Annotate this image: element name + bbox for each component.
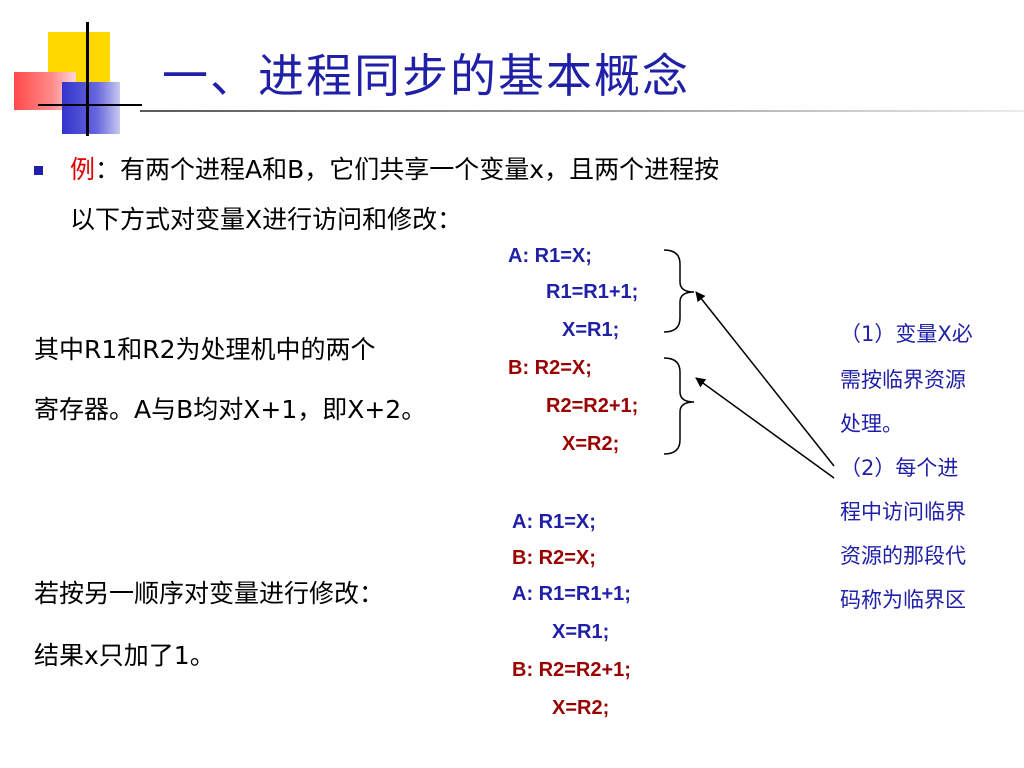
alt-order-line-2: 结果x只加了1。 (34, 641, 215, 670)
note-2-line-4: 码称为临界区 (840, 588, 966, 612)
bullet-square-icon (34, 166, 43, 175)
note-2-line-2: 程中访问临界 (840, 500, 966, 524)
brace-a-icon (663, 249, 695, 333)
logo-blue-square (62, 82, 120, 134)
note-1-line-2: 需按临界资源 (840, 368, 966, 392)
arrow-to-brace-a-icon (695, 291, 835, 467)
note-2-line-3: 资源的那段代 (840, 544, 966, 568)
logo-horizontal-line (38, 104, 142, 106)
note-1-line-1: （1）变量X必 (840, 322, 973, 346)
title-underline (140, 110, 1024, 112)
alt-order-line-1: 若按另一顺序对变量进行修改： (34, 579, 385, 608)
code2-line-2: B: R2=X; (512, 547, 596, 569)
code2-line-5: B: R2=R2+1; (512, 659, 631, 681)
code2-line-3: A: R1=R1+1; (512, 583, 631, 605)
note-1-line-3: 处理。 (840, 412, 903, 436)
code2-line-1: A: R1=X; (512, 511, 596, 533)
example-label: 例 (70, 155, 96, 184)
note-2-line-1: （2）每个进 (840, 456, 959, 480)
slide-title: 一、进程同步的基本概念 (162, 49, 690, 103)
code1-b-line-3: X=R2; (562, 433, 620, 455)
code2-line-4: X=R1; (552, 621, 610, 643)
code1-a-line-1: A: R1=X; (508, 245, 592, 267)
code1-a-line-3: X=R1; (562, 319, 620, 341)
code1-b-line-1: B: R2=X; (508, 357, 592, 379)
code2-line-6: X=R2; (552, 697, 610, 719)
arrow-to-brace-b-icon (695, 377, 835, 479)
code1-b-line-2: R2=R2+1; (546, 395, 639, 417)
intro-line-1-text: ：有两个进程A和B，它们共享一个变量x，且两个进程按 (95, 155, 720, 184)
intro-line-2: 以下方式对变量X进行访问和修改： (70, 205, 463, 234)
logo-vertical-line (86, 22, 89, 136)
code1-a-line-2: R1=R1+1; (546, 281, 639, 303)
brace-b-icon (663, 357, 695, 455)
intro-line-1: 例：有两个进程A和B，它们共享一个变量x，且两个进程按 (70, 150, 719, 186)
explanation-line-1: 其中R1和R2为处理机中的两个 (34, 335, 376, 364)
explanation-line-2: 寄存器。A与B均对X+1，即X+2。 (34, 395, 427, 424)
